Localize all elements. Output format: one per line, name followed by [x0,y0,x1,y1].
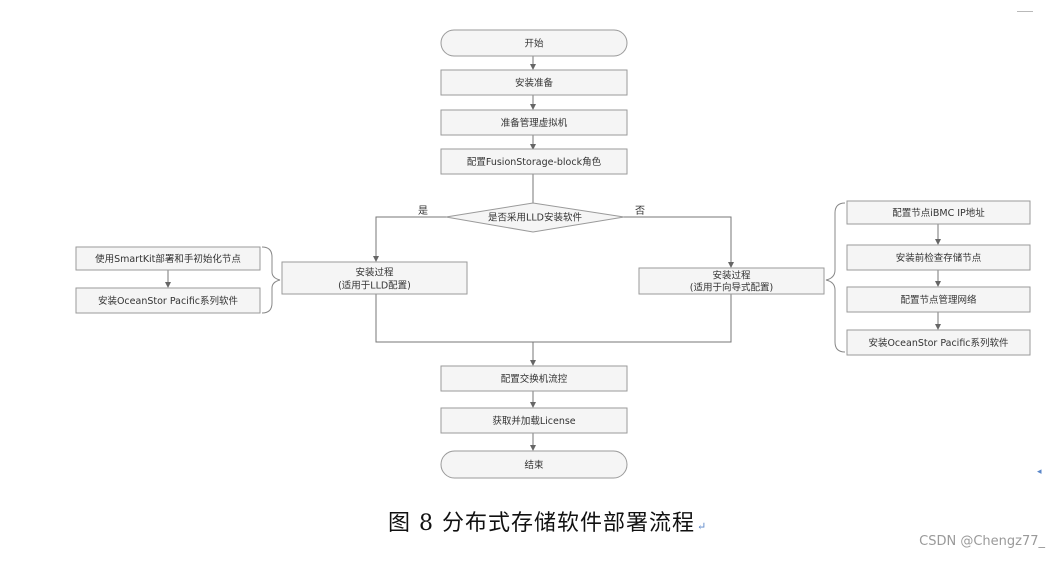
end-node: 结束 [440,450,628,479]
watermark: CSDN @Chengz77_ [919,534,1045,549]
install-wizard-node: 安装过程 (适用于向导式配置) [638,267,825,295]
connectors [165,56,941,451]
right-step-2-node: 安装前检查存储节点 [846,244,1031,271]
switch-flow-node: 配置交换机流控 [440,365,628,392]
start-label: 开始 [524,38,544,50]
prepare-vm-label: 准备管理虚拟机 [501,117,568,129]
corner-dash [1017,11,1033,12]
right-step-3-node: 配置节点管理网络 [846,286,1031,313]
yes-label: 是 [418,205,428,217]
start-node: 开始 [440,29,628,57]
prepare-label: 安装准备 [515,77,554,89]
paragraph-mark-icon: ↵ [696,520,708,533]
right-step-2-label: 安装前检查存储节点 [896,252,982,264]
figure-caption-text: 图 8 分布式存储软件部署流程 [388,511,695,536]
license-node: 获取并加载License [440,407,628,434]
right-step-4-node: 安装OceanStor Pacific系列软件 [846,329,1031,356]
flowchart: 开始 安装准备 准备管理虚拟机 配置FusionStorage-block角色 … [75,29,1031,479]
right-step-1-node: 配置节点iBMC IP地址 [846,200,1031,225]
install-wizard-subtitle: (适用于向导式配置) [690,282,773,294]
decision-node: 是否采用LLD安装软件 [445,202,625,233]
install-lld-subtitle: (适用于LLD配置) [338,281,411,292]
end-label: 结束 [524,459,544,471]
prepare-vm-node: 准备管理虚拟机 [440,109,628,136]
switch-flow-label: 配置交换机流控 [501,373,568,385]
left-brace [261,246,281,314]
left-step-1-node: 使用SmartKit部署和手初始化节点 [75,246,261,271]
side-marker-icon: ◂ [1037,467,1042,477]
config-role-label: 配置FusionStorage-block角色 [467,156,602,168]
no-label: 否 [635,205,645,217]
right-step-1-label: 配置节点iBMC IP地址 [892,207,985,219]
prepare-node: 安装准备 [440,69,628,96]
left-step-1-label: 使用SmartKit部署和手初始化节点 [95,253,241,265]
figure-caption: 图 8 分布式存储软件部署流程↵ [388,505,707,537]
right-brace [825,202,846,353]
left-step-2-node: 安装OceanStor Pacific系列软件 [75,287,261,314]
license-label: 获取并加载License [492,415,575,427]
decision-label: 是否采用LLD安装软件 [488,212,582,224]
right-step-3-label: 配置节点管理网络 [900,294,977,306]
install-wizard-title: 安装过程 [712,270,751,282]
config-role-node: 配置FusionStorage-block角色 [440,148,628,175]
install-lld-title: 安装过程 [355,267,394,279]
install-lld-node: 安装过程 (适用于LLD配置) [281,261,468,295]
right-step-4-label: 安装OceanStor Pacific系列软件 [868,337,1009,349]
left-step-2-label: 安装OceanStor Pacific系列软件 [98,295,239,307]
